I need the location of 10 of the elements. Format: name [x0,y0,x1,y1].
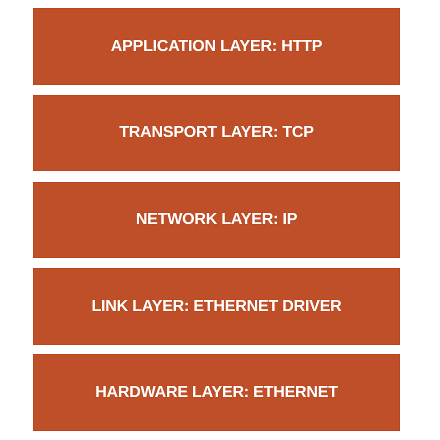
layer-label: HARDWARE LAYER: ETHERNET [95,384,338,402]
layer-label: NETWORK LAYER: IP [136,211,298,229]
layer-label: LINK LAYER: ETHERNET DRIVER [91,298,342,316]
layer-box [33,354,400,431]
layer-box [33,8,400,85]
layer-label: TRANSPORT LAYER: TCP [119,124,314,142]
layer-box [33,182,400,258]
layer-label: APPLICATION LAYER: HTTP [110,38,322,56]
layer-box [33,268,400,345]
layer-box [33,95,400,171]
